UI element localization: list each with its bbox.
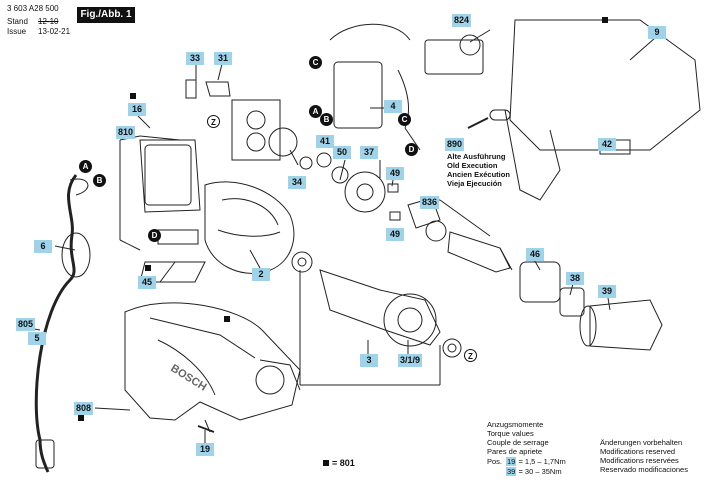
figure-label: Fig./Abb. 1 [77,7,135,23]
callout-9: 9 [648,26,666,39]
standard-part-marker [145,265,151,271]
callout-42: 42 [598,138,616,151]
torque-row1-pos: 19 [506,457,517,466]
doc-number: 3 603 A28 500 [7,4,59,13]
marker-d-mid: D [148,229,161,242]
callout-808: 808 [74,402,94,415]
standard-part-marker [130,93,136,99]
torque-row1: 19 = 1,5 – 1,7Nm [506,457,566,466]
marker-z-top: Z [207,115,220,128]
callout-33: 33 [186,52,204,65]
callout-2: 2 [252,268,270,281]
callout-824: 824 [452,14,472,27]
reserved-de: Änderungen vorbehalten [600,438,683,447]
stand-value: 12-10 [38,17,59,26]
callout-16: 16 [128,103,146,116]
legend-text: = 801 [332,458,355,468]
callout-890: 890 [445,138,465,151]
callout-19: 19 [196,443,214,456]
callout-50: 50 [333,146,351,159]
callout-49: 49 [386,228,404,241]
marker-b-left: B [93,174,106,187]
execution-note-es: Vieja Ejecución [447,179,502,188]
callout-37: 37 [360,146,378,159]
callout-4: 4 [384,100,402,113]
marker-d-top: D [405,143,418,156]
leader-31 [217,63,223,81]
standard-part-marker [78,415,84,421]
callout-5: 5 [28,332,46,345]
callout-38: 38 [566,272,584,285]
execution-note-de: Alte Ausführung [447,152,506,161]
callout-41: 41 [316,135,334,148]
standard-part-marker [224,316,230,322]
callout-805: 805 [16,318,36,331]
marker-c-top: C [309,56,322,69]
execution-note-en: Old Execution [447,161,498,170]
callout-6: 6 [34,240,52,253]
issue-label: Issue [7,27,27,36]
callout-3-1-9: 3/1/9 [398,354,423,367]
torque-pos-label: Pos. [487,457,503,466]
standard-part-legend: = 801 [323,458,355,468]
torque-title-en: Torque values [487,429,534,438]
torque-row2-pos: 39 [506,467,517,476]
callout-45: 45 [138,276,156,289]
stand-label: Stand [7,17,28,26]
leader-16 [137,115,151,129]
callout-46: 46 [526,248,544,261]
issue-value: 13-02-21 [38,27,71,36]
callout-31: 31 [214,52,232,65]
marker-b-top: B [320,113,333,126]
reserved-en: Modifications reserved [600,447,676,456]
torque-title-de: Anzugsmomente [487,420,544,429]
torque-row2: 39 = 30 – 35Nm [506,467,562,476]
torque-title-fr: Couple de serrage [487,438,549,447]
marker-a-left: A [79,160,92,173]
callout-49: 49 [386,167,404,180]
torque-row1-value: = 1,5 – 1,7Nm [518,457,566,466]
marker-c-mid: C [398,113,411,126]
reserved-fr: Modifications reservées [600,456,679,465]
legend-square [323,460,329,466]
svg-text:BOSCH: BOSCH [168,362,208,393]
callout-810: 810 [116,126,136,139]
torque-title-es: Pares de apriete [487,447,543,456]
marker-z-bottom: Z [464,349,477,362]
callout-3: 3 [360,354,378,367]
standard-part-marker [602,17,608,23]
execution-note-fr: Ancien Exécution [447,170,510,179]
torque-row2-value: = 30 – 35Nm [518,467,562,476]
reserved-es: Reservado modificaciones [600,465,688,474]
callout-836: 836 [420,196,440,209]
callout-34: 34 [288,176,306,189]
marker-a-top: A [309,105,322,118]
callout-39: 39 [598,285,616,298]
